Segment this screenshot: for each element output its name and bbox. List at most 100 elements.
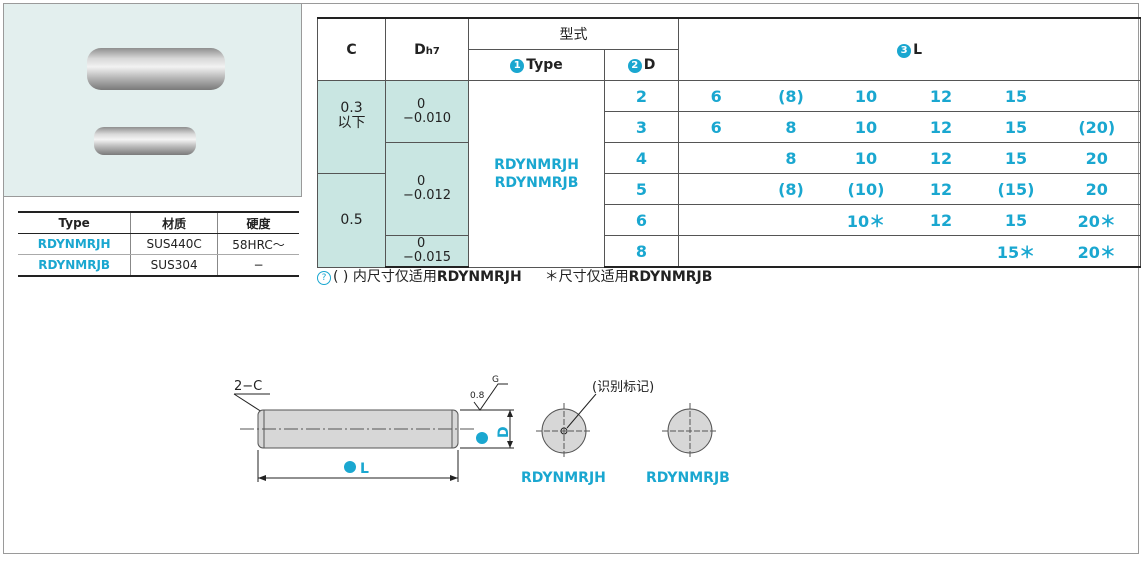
l-value [828,235,904,268]
roughness-symbol [473,383,508,411]
header-c: C [317,17,386,81]
d-value: 8 [604,235,679,268]
l-value: 12 [903,142,979,174]
type-circle-icon: 1 [510,59,525,73]
cell-type: RDYNMRJH [18,233,131,255]
mark-label: (识别标记) [592,380,654,395]
chamfer-label: 2−C [234,379,262,394]
table-row: 6 10＊ 12 15 20＊ [318,204,1142,236]
tol-lower: −0.010 [402,110,452,126]
l-value [903,235,979,268]
d-value: 4 [604,142,679,174]
l-value [1053,80,1142,112]
cell-hardness: 58HRC～ [216,233,299,255]
l-value: (20) [1053,111,1142,143]
tol-lower: −0.015 [402,250,452,265]
l-value: 6 [678,80,754,112]
table-row: 3 6 8 10 12 15 (20) [318,111,1142,143]
l-value [678,204,754,236]
product-photo [4,4,302,197]
tol-upper: 0 [416,96,426,112]
chamfer-leader-line [233,393,263,413]
tol-2: 0−0.012 [385,142,469,236]
d-value: 2 [604,80,679,112]
l-value: 12 [903,111,979,143]
c-large: 0.5 [317,173,386,268]
header-type-label: Type [526,57,563,73]
tol-lower: −0.012 [402,188,452,203]
d-value: 5 [604,173,679,205]
l-circle-icon: 3 [897,43,912,58]
table-row: 0−0.015 8 15＊ 20＊ [318,235,1142,268]
material-table: Type 材质 硬度 RDYNMRJH SUS440C 58HRC～ RDYNM… [18,211,299,277]
table-row: 0.5 5 (8) (10) 12 (15) 20 [317,173,1142,268]
l-value [753,235,829,268]
dim-d-label: D [496,426,512,438]
header-d-sub: h7 [425,45,440,57]
cell-material: SUS304 [130,254,218,277]
cell-hardness: − [216,254,299,277]
l-value: 8 [753,111,829,143]
drawing-label-right: RDYNMRJB [646,470,730,486]
arrow-icon [258,475,266,481]
hint-icon: ? [317,271,331,285]
l-value: 20 [1053,142,1142,174]
small-pin-image [94,127,196,155]
note-b-type: RDYNMRJB [628,269,713,285]
cell-material: SUS440C [130,233,218,255]
note-a: ( ) 内尺寸仅适用 [333,269,437,285]
col-type: Type [18,211,131,234]
l-value: 10 [828,142,904,174]
header-d: Dh7 [385,17,469,81]
l-value [678,235,754,268]
technical-drawing: 2−C 0.8 G D L (识别标记) [233,375,718,482]
l-value: 12 [903,80,979,112]
l-value: 15 [978,80,1054,112]
col-material: 材质 [130,211,218,234]
l-value [678,173,754,205]
l-value: 6 [678,111,754,143]
tol-3: 0−0.015 [385,235,469,268]
l-value [678,142,754,174]
header-l-label: L [913,41,922,58]
l-value: 10 [828,111,904,143]
tol-1: 0−0.010 [385,80,469,143]
type-rdynmrjb: RDYNMRJB [494,174,579,191]
roughness-value: 0.8 [470,391,485,401]
l-circle-icon [344,461,356,473]
note-a-type: RDYNMRJH [436,269,522,285]
header-dsize-label: D [643,57,656,73]
l-value: 10＊ [828,204,904,236]
l-value: 20＊ [1053,204,1142,236]
arrow-icon [507,441,513,448]
l-value: 8 [753,142,829,174]
arrow-icon [450,475,458,481]
l-value: (8) [753,80,829,112]
arrow-icon [507,410,513,417]
l-value: 12 [903,204,979,236]
l-value: (8) [753,173,829,205]
mark-leader-line [566,393,597,429]
roughness-g: G [492,375,499,385]
l-value: 15 [978,142,1054,174]
l-value: (10) [828,173,904,205]
table-row: 0−0.012 4 8 10 12 15 20 [318,142,1142,236]
dim-l-label: L [360,461,369,477]
d-value: 6 [604,204,679,236]
note-b: ＊尺寸仅适用 [544,269,629,285]
col-hardness: 硬度 [216,211,299,234]
page-frame [3,3,1139,554]
header-model: 型式 [468,17,679,50]
d-circle-icon: 2 [627,59,642,73]
d-circle-icon [476,432,488,444]
l-value: 15 [978,204,1054,236]
l-value [753,204,829,236]
tol-upper: 0 [416,174,426,189]
table-row: RDYNMRJB SUS304 − [18,254,299,277]
table-row: RDYNMRJH SUS440C 58HRC～ [18,233,299,255]
